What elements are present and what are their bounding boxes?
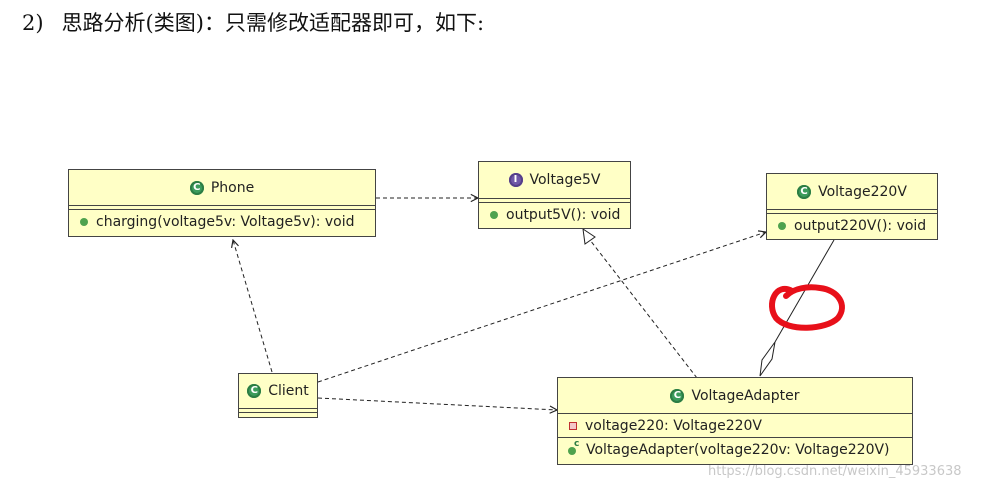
public-method-icon	[490, 210, 498, 219]
constructor-icon	[568, 439, 579, 455]
class-voltage-adapter-header: C VoltageAdapter	[558, 378, 912, 414]
class-client-attributes	[239, 409, 317, 413]
class-phone-header: C Phone	[69, 170, 375, 206]
class-voltage-adapter-operations: VoltageAdapter(voltage220v: Voltage220V)	[558, 438, 912, 461]
public-method-icon	[80, 217, 88, 226]
interface-voltage5v-attributes	[479, 199, 630, 203]
public-method-icon	[778, 221, 786, 230]
operation: VoltageAdapter(voltage220v: Voltage220V)	[558, 438, 912, 461]
realization-triangle	[582, 227, 596, 245]
class-icon: C	[189, 180, 204, 195]
class-phone-name: Phone	[210, 179, 255, 196]
class-client-name: Client	[268, 383, 309, 399]
dep-client-phone	[233, 240, 273, 373]
operation-text: charging(voltage5v: Voltage5v): void	[96, 213, 355, 230]
interface-icon: I	[508, 173, 523, 187]
section-heading: 2) 思路分析(类图)：只需修改适配器即可，如下:	[22, 6, 582, 40]
attribute-text: voltage220: Voltage220V	[585, 417, 763, 434]
class-icon: C	[670, 388, 685, 403]
class-client-operations	[239, 413, 317, 417]
dep-client-adapter	[317, 397, 557, 410]
aggregation-diamond	[759, 341, 776, 377]
class-client-header: C Client	[239, 374, 317, 409]
class-voltage-adapter-attributes: voltage220: Voltage220V	[558, 414, 912, 438]
private-field-icon	[569, 421, 577, 430]
operation: charging(voltage5v: Voltage5v): void	[69, 210, 375, 233]
annotation-circle	[769, 284, 845, 331]
attribute: voltage220: Voltage220V	[558, 414, 912, 437]
class-voltage-adapter: C VoltageAdapter voltage220: Voltage220V…	[557, 377, 913, 465]
class-voltage220v-name: Voltage220V	[818, 183, 907, 200]
class-voltage220v-header: C Voltage220V	[767, 174, 937, 210]
class-voltage220v-attributes	[767, 210, 937, 214]
class-client: C Client	[238, 373, 318, 418]
dep-client-voltage220v	[317, 232, 766, 383]
class-icon: C	[797, 184, 812, 199]
interface-voltage5v-operations: output5V(): void	[479, 203, 630, 226]
watermark: https://blog.csdn.net/weixin_45933638	[708, 464, 962, 479]
class-phone-attributes	[69, 206, 375, 210]
operation: output5V(): void	[479, 203, 630, 226]
interface-voltage5v: I Voltage5V output5V(): void	[478, 161, 631, 229]
class-icon: C	[247, 384, 262, 398]
operation-text: output5V(): void	[506, 206, 621, 223]
class-phone: C Phone charging(voltage5v: Voltage5v): …	[68, 169, 376, 237]
interface-voltage5v-name: Voltage5V	[529, 172, 601, 188]
class-voltage-adapter-name: VoltageAdapter	[691, 387, 800, 404]
operation-text: output220V(): void	[794, 217, 927, 234]
interface-voltage5v-header: I Voltage5V	[479, 162, 630, 199]
operation-text: VoltageAdapter(voltage220v: Voltage220V)	[586, 441, 890, 458]
class-phone-operations: charging(voltage5v: Voltage5v): void	[69, 210, 375, 233]
class-voltage220v-operations: output220V(): void	[767, 214, 937, 237]
class-voltage220v: C Voltage220V output220V(): void	[766, 173, 938, 240]
heading-number: 2)	[22, 11, 44, 35]
heading-text: 思路分析(类图)：只需修改适配器即可，如下:	[61, 11, 485, 35]
operation: output220V(): void	[767, 214, 937, 237]
realization-adapter-voltage5v	[589, 239, 698, 379]
